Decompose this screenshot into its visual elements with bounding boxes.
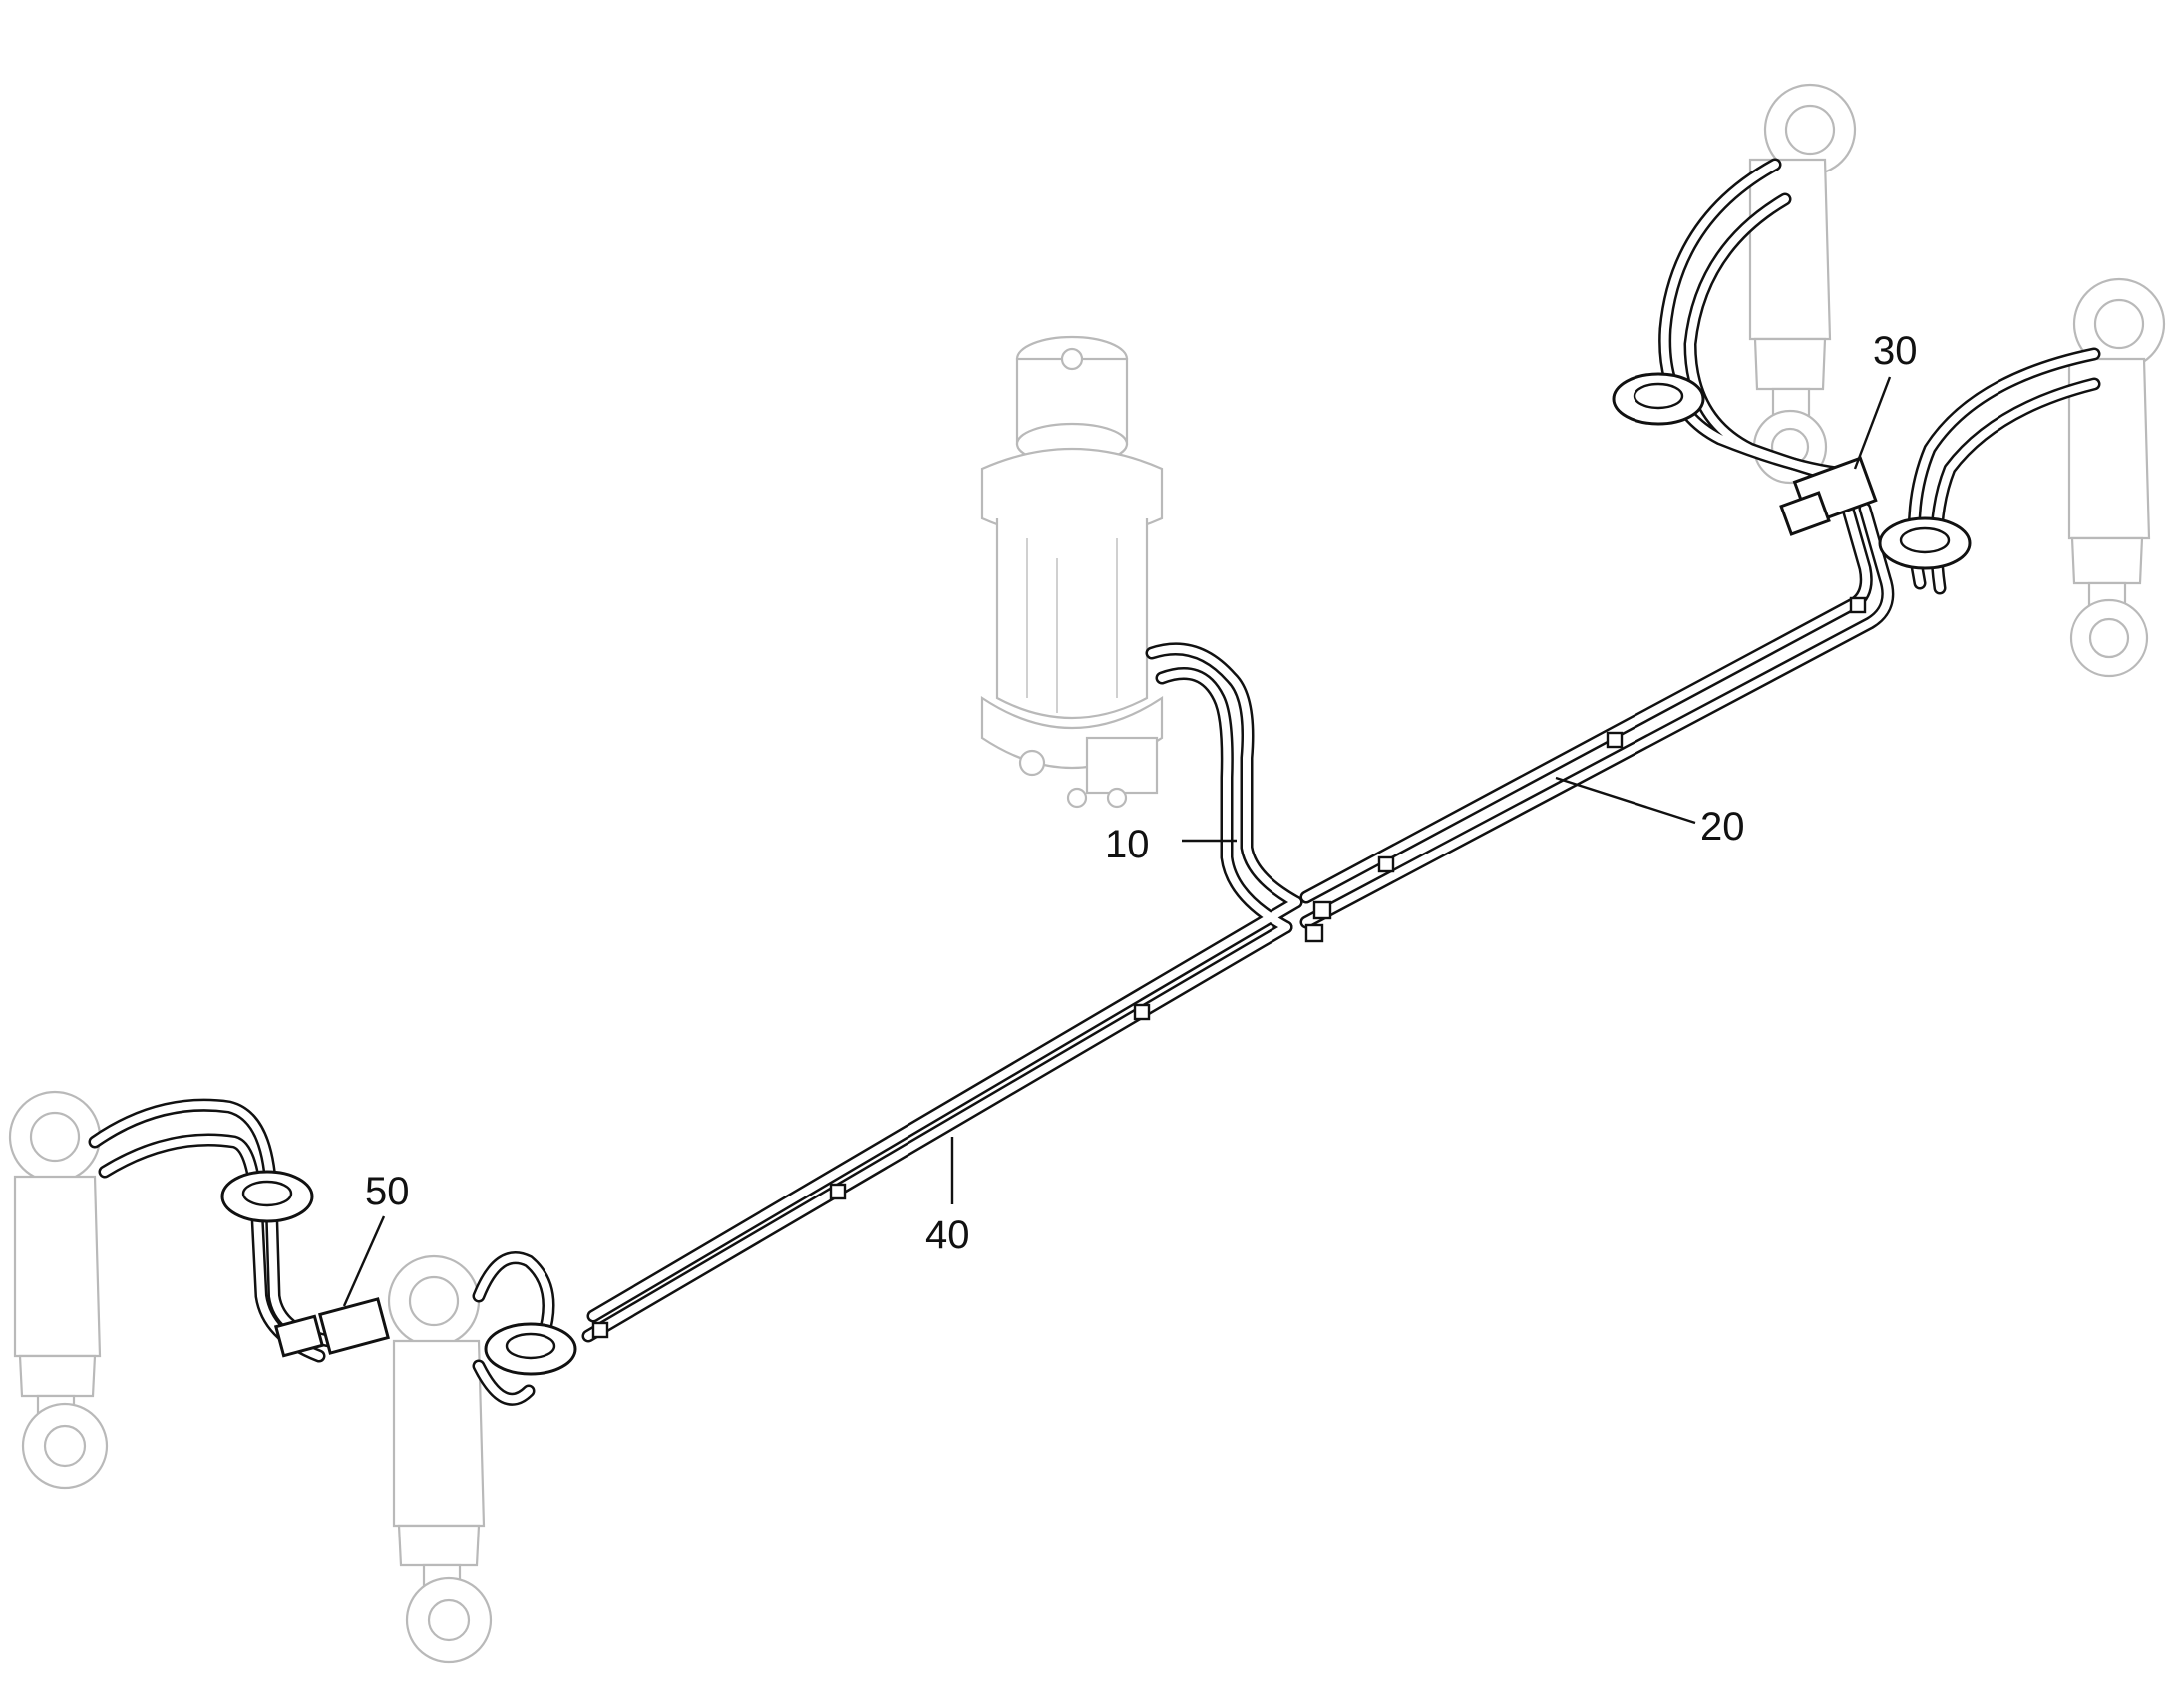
- grommet-rings: [220, 372, 1972, 1376]
- cylinder-front-left-b: [387, 1254, 493, 1664]
- leader-20: [1555, 776, 1696, 825]
- valve-block-50: [273, 1297, 390, 1358]
- callout-20: 20: [1700, 805, 1745, 849]
- callout-40: 40: [925, 1213, 970, 1257]
- leader-lines: [342, 376, 1892, 1307]
- leader-30: [1853, 376, 1892, 470]
- callout-10: 10: [1105, 823, 1150, 866]
- cylinder-rear-right-a: [1748, 83, 1857, 485]
- callout-50: 50: [365, 1170, 410, 1213]
- pipe-inners: [91, 161, 2098, 1404]
- callout-30: 30: [1873, 329, 1918, 373]
- leader-50: [342, 1215, 386, 1307]
- valve-block-30: [1779, 456, 1878, 536]
- cylinder-front-left-a: [8, 1090, 109, 1490]
- pipe-clips: [591, 596, 1867, 1339]
- hydraulic-motor: [980, 335, 1164, 809]
- cylinder-rear-right-b: [2067, 277, 2166, 678]
